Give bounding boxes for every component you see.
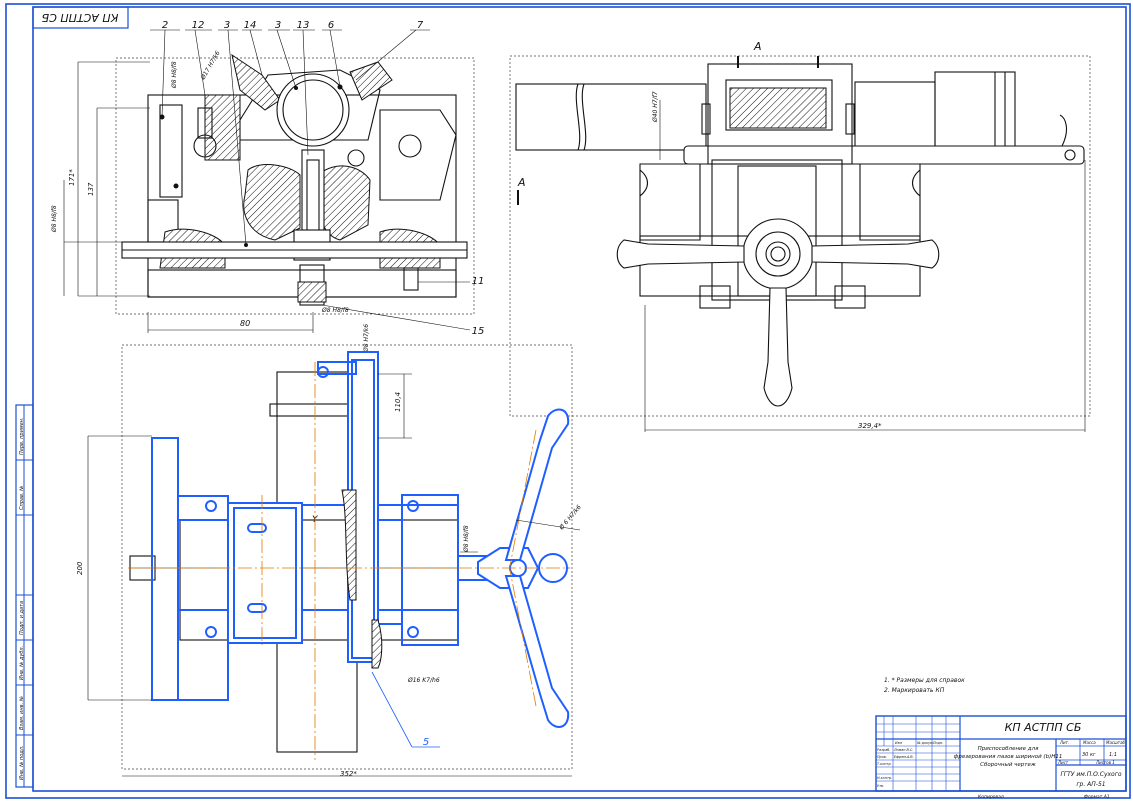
balloon-12: 12: [192, 20, 205, 31]
tb-scale-val: 1:1: [1109, 752, 1117, 758]
tb-col-izm: Изм: [895, 741, 902, 745]
balloon-2: 2: [162, 20, 168, 31]
plan-view: [87, 344, 581, 777]
strip-5: Взам. инв. №: [19, 696, 25, 730]
tb-scale: Масштаб: [1106, 740, 1126, 745]
dim-200: 200: [76, 561, 84, 575]
corner-stamp-text: КП АСТПП СБ: [42, 11, 119, 24]
tb-utv: Утв.: [877, 784, 884, 788]
balloon-15: 15: [472, 326, 485, 337]
tb-razrab: Разраб.: [877, 748, 890, 752]
tb-name-1: Ломан В.С.: [893, 748, 913, 752]
fit-2: Ø17 H7/k6: [199, 50, 222, 82]
title-block: Изм № докум. Подп. Разраб. Пров. Т.контр…: [875, 715, 1127, 800]
corner-stamp: КП АСТПП СБ: [32, 6, 129, 29]
dim-80: 80: [240, 319, 250, 328]
balloon-13: 13: [297, 20, 310, 31]
dim-137: 137: [87, 182, 95, 196]
balloon-11: 11: [472, 276, 485, 287]
fit-8: Ø8 H8/f8: [463, 525, 470, 553]
strip-1: Перв. примен.: [19, 417, 25, 455]
strip-2: Справ. №: [19, 486, 25, 510]
tb-mass-val: 30 кг: [1082, 752, 1096, 758]
tb-org-1: ГГТУ им.П.О.Сухого: [1060, 771, 1121, 778]
tb-mass: Масса: [1083, 740, 1096, 745]
tb-name-line3: Сборочный чертеж: [980, 762, 1036, 768]
dim-3294: 329,4*: [858, 422, 882, 430]
note-2: 2. Маркировать КП: [884, 687, 945, 694]
tb-col-doc: № докум.: [916, 741, 934, 745]
tb-tkontr: Т.контр.: [877, 762, 892, 766]
note-1: 1. * Размеры для справок: [884, 677, 965, 684]
tb-copied: Копировал: [978, 794, 1004, 800]
fit-6: Ø16 K7/h6: [407, 677, 440, 684]
tb-lit: Лит.: [1059, 740, 1069, 745]
tb-format: Формат A1: [1084, 794, 1110, 800]
fit-9: Ø 6 H7/k6: [558, 504, 583, 532]
balloon-7: 7: [417, 20, 424, 31]
balloon-6: 6: [328, 20, 334, 31]
tb-org-2: гр. АП-51: [1076, 781, 1105, 788]
tb-col-podp: Подп.: [933, 741, 943, 745]
fit-1: Ø8 H8/f8: [171, 61, 178, 89]
technical-notes: 1. * Размеры для справок 2. Маркировать …: [884, 677, 965, 694]
strip-4: Инв. № дубл.: [19, 646, 25, 680]
tb-name-line1: Приспособление для: [978, 746, 1039, 752]
side-strip: Перв. примен. Справ. № Подп. и дата Инв.…: [15, 404, 34, 788]
fit-5: Ø8 H7/k6: [363, 324, 370, 353]
dim-352: 352*: [340, 770, 357, 778]
tb-name-2: Ефрем.А.В.: [894, 755, 914, 759]
fit-7: Ø40 H7/f7: [652, 91, 659, 123]
tb-sheet: Лист: [1057, 760, 1069, 765]
balloon-14: 14: [244, 20, 257, 31]
balloon-3b: 3: [275, 20, 281, 31]
tb-name-line2: фрезерования пазов шириной (b)H11: [954, 754, 1063, 760]
strip-6: Инв. № подл.: [19, 746, 25, 781]
tb-nkontr: Н.контр.: [877, 776, 892, 780]
dim-1104: 110,4: [394, 392, 402, 412]
balloon-3a: 3: [224, 20, 230, 31]
dim-171: 171*: [68, 169, 76, 186]
tb-sheets: Листов 1: [1095, 760, 1115, 765]
balloon-5: 5: [423, 737, 429, 748]
tb-designation: КП АСТПП СБ: [1005, 721, 1082, 734]
balloon-labels: 2 12 3 14 3 13 6 7 11 15 5: [150, 20, 484, 748]
section-a-left: A: [517, 176, 526, 189]
side-view: [509, 55, 1091, 432]
fit-4: Ø8 H8/f8: [321, 307, 349, 314]
tb-prov: Пров.: [877, 755, 887, 759]
inner-frame: [32, 6, 1127, 792]
front-section-view: [63, 29, 475, 333]
fit-3: Ø8 Н8/f8: [51, 205, 58, 233]
outer-frame: [5, 3, 1131, 799]
strip-3: Подп. и дата: [19, 601, 25, 635]
section-a-top: A: [753, 40, 762, 53]
